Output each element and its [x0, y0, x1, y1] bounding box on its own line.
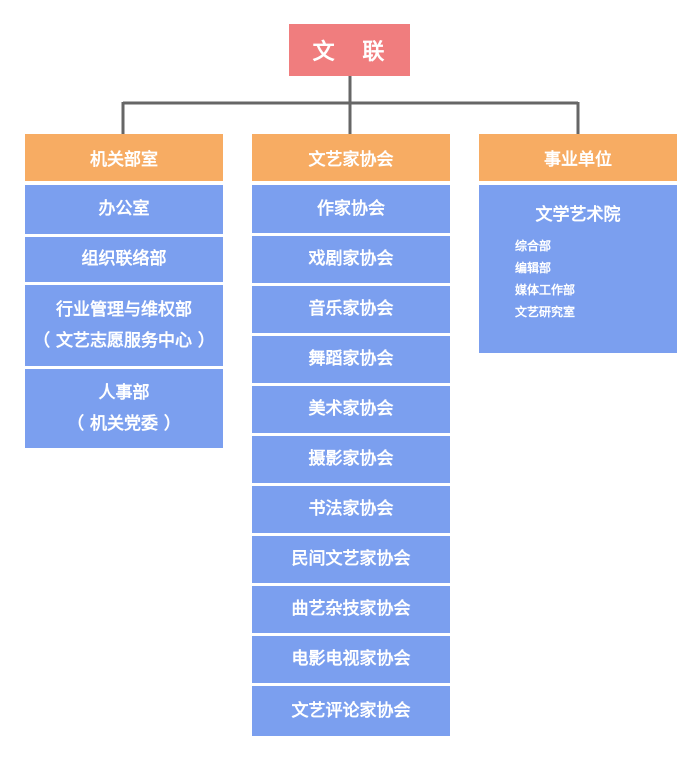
institution-sub-item: 媒体工作部: [515, 283, 576, 297]
institution-sub-list: 综合部编辑部媒体工作部文艺研究室: [515, 235, 677, 323]
department-label: 行业管理与维权部: [56, 299, 192, 320]
institutions-column: 事业单位 文学艺术院 综合部编辑部媒体工作部文艺研究室: [479, 134, 677, 353]
root-node: 文 联: [289, 24, 410, 76]
department-personnel: 人事部 （ 机关党委 ）: [25, 369, 223, 448]
department-industry-management: 行业管理与维权部 （ 文艺志愿服务中心 ）: [25, 285, 223, 369]
association-item: 书法家协会: [252, 486, 450, 536]
departments-header: 机关部室: [25, 134, 223, 181]
department-sublabel: （ 文艺志愿服务中心 ）: [33, 330, 215, 351]
associations-list: 作家协会戏剧家协会音乐家协会舞蹈家协会美术家协会摄影家协会书法家协会民间文艺家协…: [252, 185, 450, 736]
association-item: 戏剧家协会: [252, 236, 450, 286]
association-item: 电影电视家协会: [252, 636, 450, 686]
institution-sub-item: 文艺研究室: [515, 305, 576, 319]
institution-sub-item: 编辑部: [515, 261, 552, 275]
associations-column: 文艺家协会 作家协会戏剧家协会音乐家协会舞蹈家协会美术家协会摄影家协会书法家协会…: [252, 134, 450, 736]
department-label: 组织联络部: [81, 249, 167, 269]
associations-header: 文艺家协会: [252, 134, 450, 181]
department-label: 办公室: [98, 199, 150, 219]
institutions-header: 事业单位: [479, 134, 677, 181]
department-liaison: 组织联络部: [25, 237, 223, 285]
department-sublabel: （ 机关党委 ）: [67, 413, 181, 434]
department-label: 人事部: [98, 382, 150, 403]
association-item: 美术家协会: [252, 386, 450, 436]
association-item: 民间文艺家协会: [252, 536, 450, 586]
institution-box: 文学艺术院 综合部编辑部媒体工作部文艺研究室: [479, 185, 677, 353]
institution-title: 文学艺术院: [535, 205, 621, 225]
association-item: 音乐家协会: [252, 286, 450, 336]
association-item: 文艺评论家协会: [252, 686, 450, 736]
institution-sub-item: 综合部: [515, 239, 552, 253]
association-item: 舞蹈家协会: [252, 336, 450, 386]
department-office: 办公室: [25, 185, 223, 237]
association-item: 摄影家协会: [252, 436, 450, 486]
departments-column: 机关部室 办公室 组织联络部 行业管理与维权部 （ 文艺志愿服务中心 ） 人事部…: [25, 134, 223, 448]
association-item: 曲艺杂技家协会: [252, 586, 450, 636]
association-item: 作家协会: [252, 185, 450, 236]
